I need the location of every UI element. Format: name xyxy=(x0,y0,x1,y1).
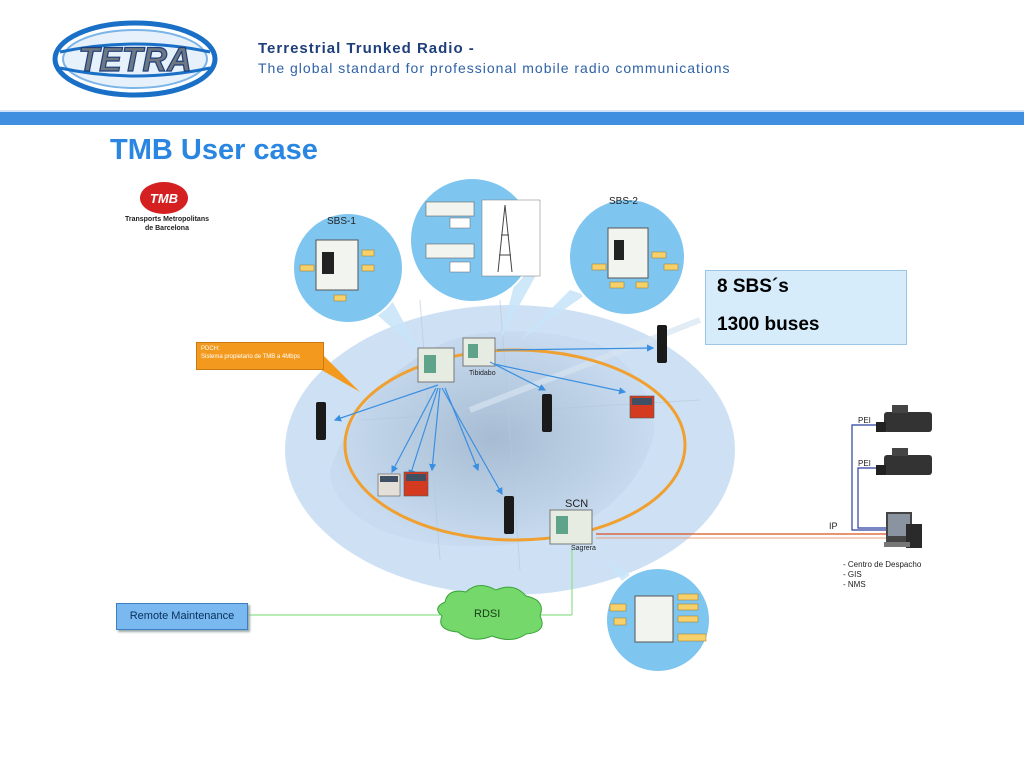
tmb-logo-text: TMB xyxy=(150,191,178,206)
slide-title: TMB User case xyxy=(110,134,318,166)
tmb-name: Transports Metropolitans de Barcelona xyxy=(112,215,222,233)
tibidabo-label: Tibidabo xyxy=(469,370,496,377)
summary-box xyxy=(705,270,907,345)
rdsi-links xyxy=(248,548,573,616)
header-title: Terrestrial Trunked Radio - xyxy=(258,40,475,57)
pei-radio-1 xyxy=(876,405,932,432)
dispatch-list: - Centro de Despacho - GIS - NMS xyxy=(843,560,921,590)
pdch-line1: PDCH: xyxy=(201,346,220,352)
sbs1-label: SBS-1 xyxy=(327,216,356,227)
header-band xyxy=(0,112,1024,125)
rdsi-cloud xyxy=(437,585,543,640)
remote-maintenance-box: Remote Maintenance xyxy=(116,603,248,630)
pei2-label: PEI xyxy=(858,459,871,468)
sbs2-label: SBS-2 xyxy=(609,196,638,207)
dispatch-item: - Centro de Despacho xyxy=(843,560,922,569)
bus xyxy=(377,395,655,497)
tibidabo-station xyxy=(417,337,496,383)
sagrera-station xyxy=(549,509,593,545)
tmb-logo: TMB xyxy=(140,182,188,214)
dispatch-item: - GIS xyxy=(843,570,862,579)
pei1-label: PEI xyxy=(858,416,871,425)
pei-links xyxy=(851,424,888,531)
radio-handset xyxy=(316,325,667,534)
radio-links xyxy=(333,344,655,496)
pdch-callout: PDCH: Sistema propietario de TMB a 4Mbps xyxy=(196,342,324,370)
dispatch-computer xyxy=(884,512,922,548)
sagrera-label: Sagrera xyxy=(571,545,596,552)
tmb-name-line2: de Barcelona xyxy=(145,225,189,232)
ip-label: IP xyxy=(829,521,838,531)
tetra-logo: TETRA xyxy=(52,20,218,98)
scn-label: SCN xyxy=(565,498,589,510)
rdsi-label: RDSI xyxy=(474,608,501,620)
pei-radio-2 xyxy=(876,448,932,475)
summary-sbs-count: 8 SBS´s xyxy=(717,276,789,297)
summary-bus-count: 1300 buses xyxy=(717,314,820,335)
pdch-line2: Sistema propietario de TMB a 4Mbps xyxy=(201,354,300,360)
header-subtitle: The global standard for professional mob… xyxy=(258,60,731,76)
tetra-logo-text: TETRA xyxy=(78,41,191,79)
dispatch-item: - NMS xyxy=(843,580,866,589)
header-band-highlight xyxy=(0,110,1024,112)
tmb-name-line1: Transports Metropolitans xyxy=(124,216,209,223)
